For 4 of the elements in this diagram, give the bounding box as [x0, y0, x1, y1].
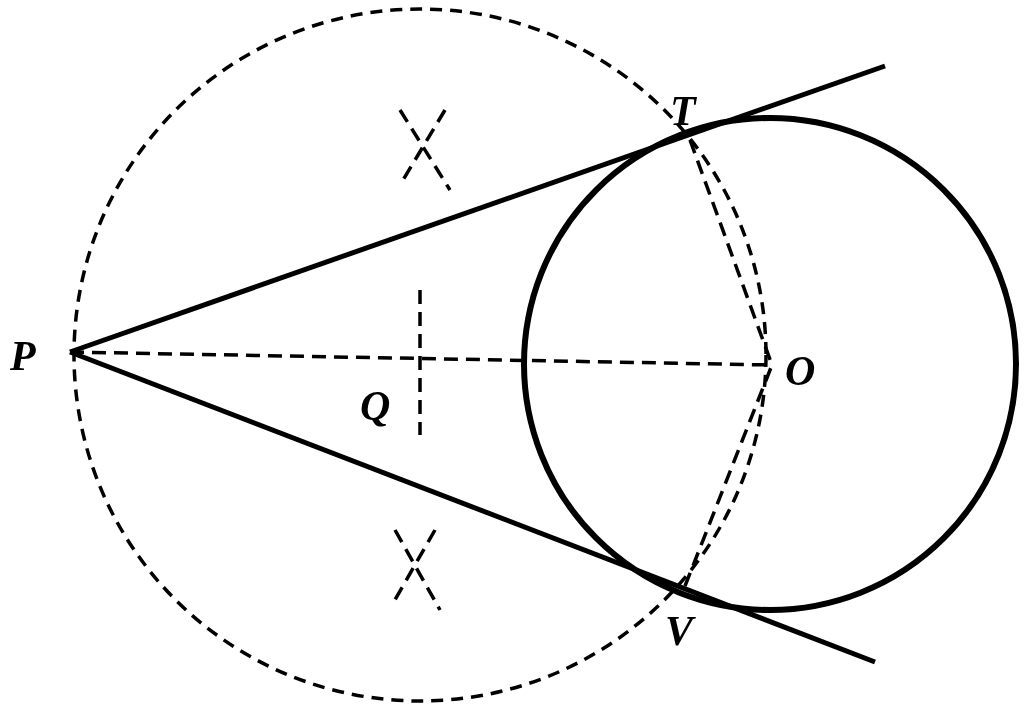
- point-label: Q: [360, 385, 391, 427]
- point-label: P: [10, 335, 36, 377]
- point-label: O: [785, 350, 816, 392]
- point-label: T: [670, 90, 696, 132]
